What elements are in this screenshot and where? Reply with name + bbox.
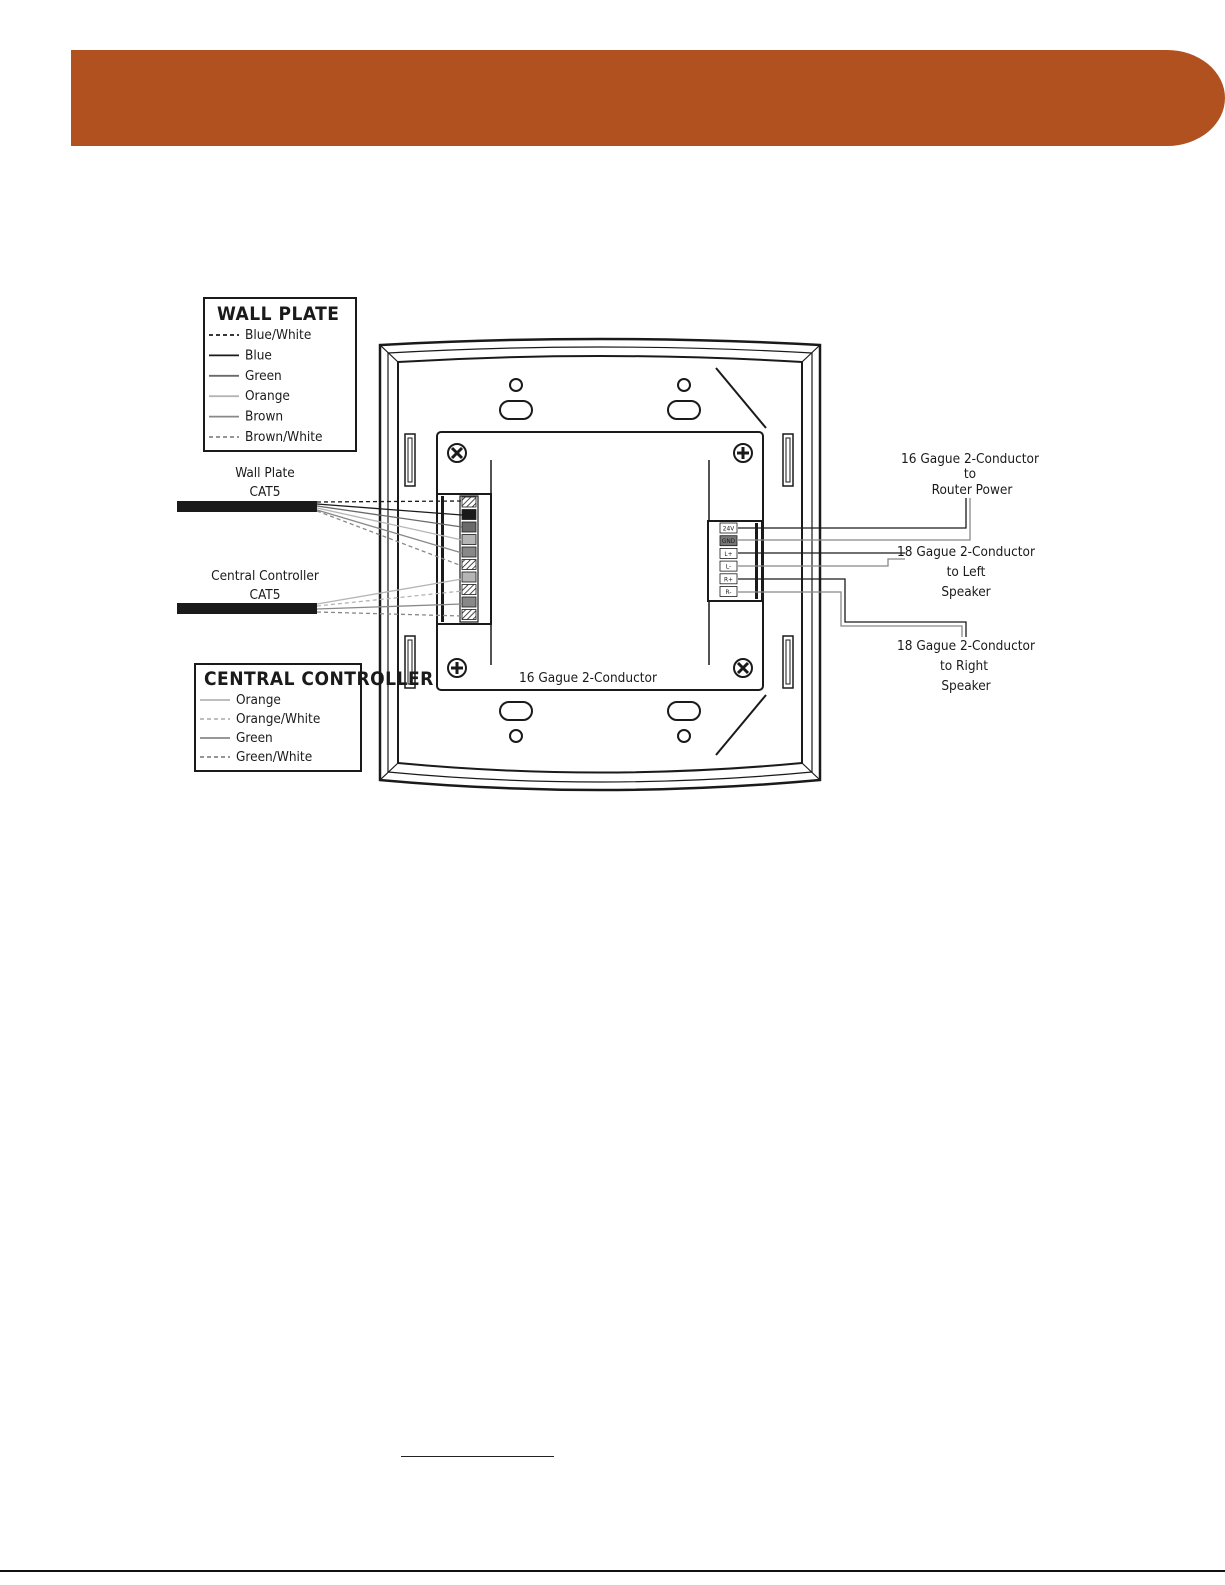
left-terminal-cell — [461, 546, 477, 558]
central-controller-wires — [316, 578, 463, 617]
wall-plate-legend-item-label: Brown/White — [245, 429, 323, 445]
terminal-label: R- — [726, 588, 732, 596]
right-terminal-cell — [719, 560, 738, 572]
wall-plate-cable-type: CAT5 — [250, 484, 281, 500]
central-controller-cable — [177, 603, 317, 614]
legend-central-controller-title: CENTRAL CONTROLLER — [204, 668, 434, 690]
left-terminal-cell — [461, 584, 477, 595]
wall-plate-cable — [177, 501, 317, 512]
footnote-rule — [401, 1456, 554, 1457]
left-speaker-label-line3: Speaker — [941, 584, 990, 600]
right-terminal-cell — [719, 573, 738, 585]
central-controller-cable-type: CAT5 — [250, 587, 281, 603]
left-terminal-cell — [461, 571, 477, 583]
central-controller-legend-item-label: Orange/White — [236, 711, 320, 727]
terminal-label: L+ — [724, 550, 732, 558]
legend-central-controller: CENTRAL CONTROLLER OrangeOrange/WhiteGre… — [194, 663, 434, 772]
wall-plate-cable-label: Wall Plate — [235, 465, 295, 481]
legend-wall-plate: WALL PLATE Blue/WhiteBlueGreenOrangeBrow… — [203, 297, 357, 452]
right-speaker-label-line2: to Right — [940, 658, 988, 674]
terminal-label: GND — [722, 537, 736, 545]
left-terminal-cell — [461, 609, 477, 620]
central-controller-legend-item-label: Green/White — [236, 749, 312, 765]
wall-plate-legend-item-label: Brown — [245, 409, 283, 425]
wall-plate-legend-item-label: Blue/White — [245, 327, 311, 343]
central-controller-legend-item-label: Green — [236, 730, 273, 746]
screw-icons — [447, 443, 753, 678]
right-terminal-cell — [719, 535, 738, 547]
right-terminal-cell — [719, 586, 738, 597]
wall-plate-body — [378, 337, 822, 792]
right-terminal-cell — [719, 522, 738, 534]
right-terminal-cell — [719, 548, 738, 559]
left-terminal-cell — [461, 496, 477, 508]
wall-plate-wires — [316, 500, 463, 567]
left-speaker-label-line2: to Left — [947, 564, 986, 580]
left-terminal-cell — [461, 509, 477, 520]
terminal-label: 24V — [723, 525, 734, 533]
router-power-label-line1: 16 Gague 2-Conductor — [901, 451, 1039, 467]
right-terminal-block: 24V GND L+ L- R+ R- — [707, 520, 763, 602]
left-terminal-cell — [461, 534, 477, 545]
right-speaker-label-line3: Speaker — [941, 678, 990, 694]
output-wires — [738, 498, 971, 637]
wall-plate-legend-item-label: Green — [245, 368, 282, 384]
right-speaker-label-line1: 18 Gague 2-Conductor — [897, 638, 1035, 654]
left-terminal-cell — [461, 596, 477, 608]
router-power-label-line3: Router Power — [932, 482, 1013, 498]
wall-plate-legend-item-label: Blue — [245, 347, 272, 363]
legend-wall-plate-title: WALL PLATE — [217, 303, 339, 325]
bottom-conductor-label: 16 Gague 2-Conductor — [519, 670, 657, 686]
left-terminal-cell — [461, 521, 477, 533]
left-speaker-label-line1: 18 Gague 2-Conductor — [897, 544, 1035, 560]
header-band — [71, 50, 1225, 146]
left-terminal-cell — [461, 559, 477, 570]
central-controller-cable-label: Central Controller — [211, 568, 319, 584]
router-power-label-line2: to — [964, 466, 976, 482]
left-terminal-block — [436, 493, 492, 625]
wall-plate-legend-item-label: Orange — [245, 388, 290, 404]
terminal-label: R+ — [724, 575, 733, 583]
page-bottom-rule — [0, 1570, 1225, 1572]
central-controller-legend-item-label: Orange — [236, 692, 281, 708]
terminal-label: L- — [726, 563, 731, 571]
